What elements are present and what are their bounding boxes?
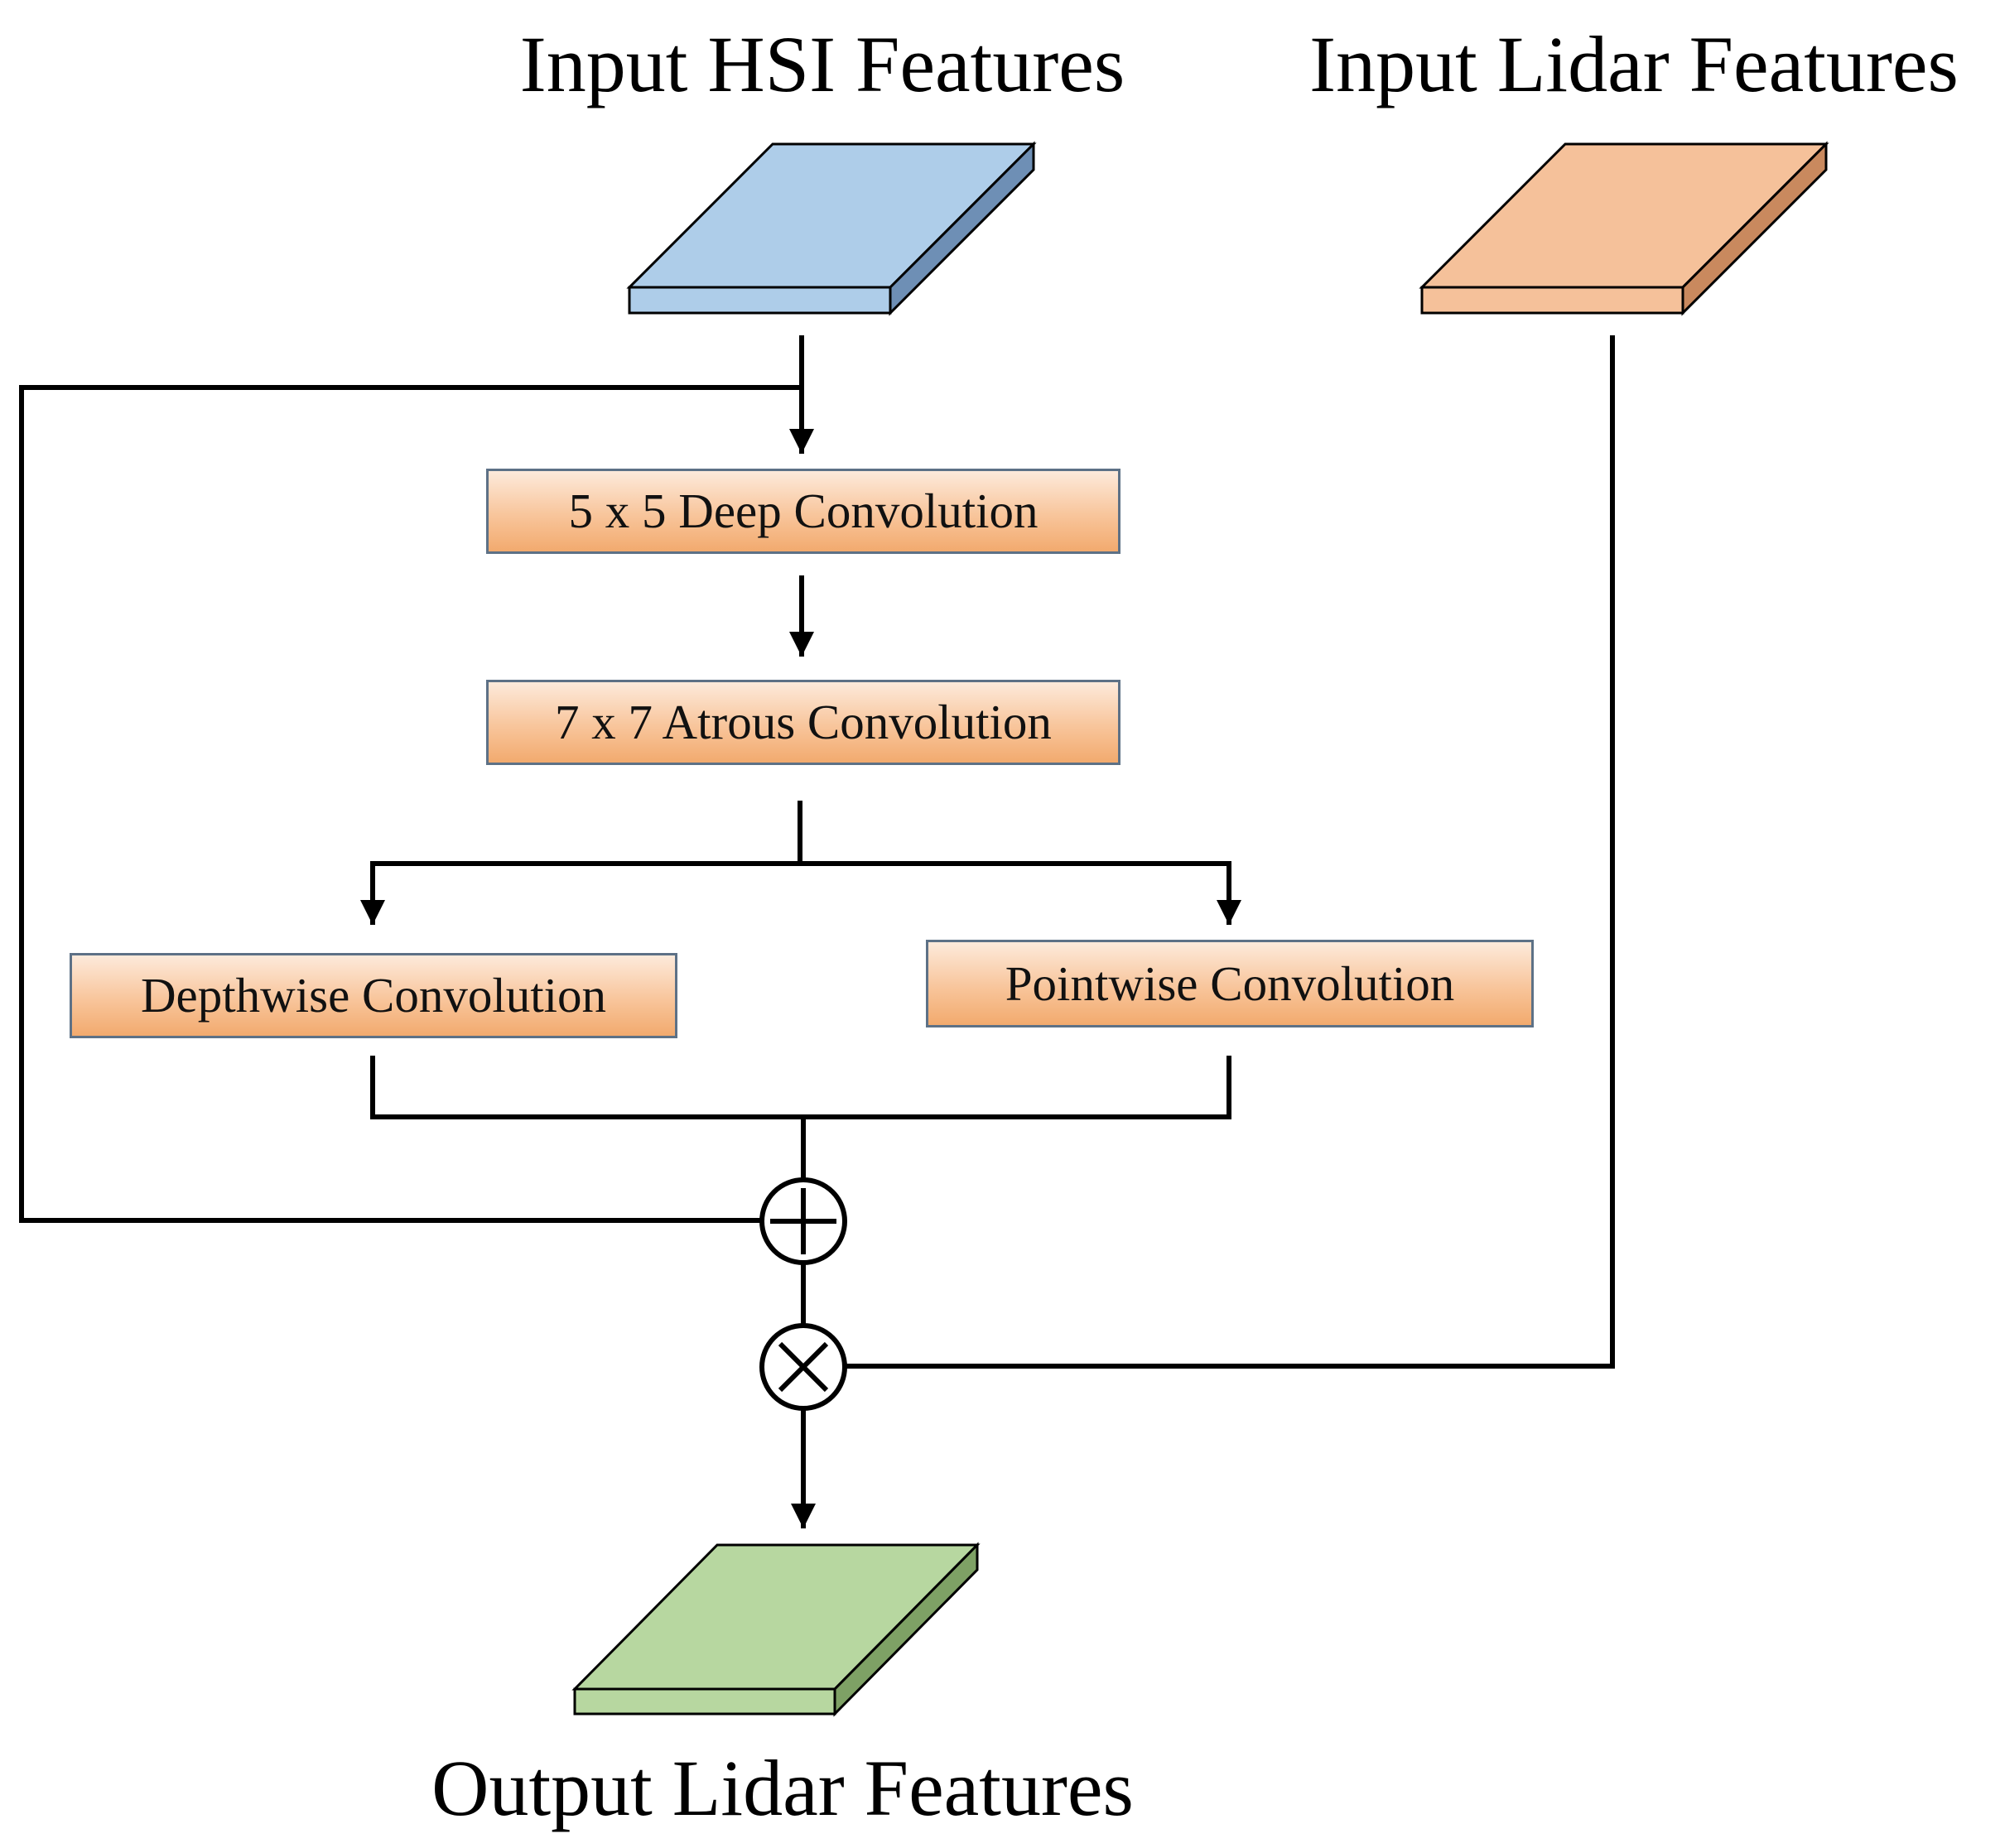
output-block-side: [833, 1542, 979, 1717]
output-lidar-label: Output Lidar Features: [431, 1744, 1134, 1832]
deep-convolution-block: 5 x 5 Deep Convolution: [486, 469, 1120, 554]
depthwise-convolution-label: Depthwise Convolution: [140, 968, 607, 1023]
output-block-front: [573, 1687, 836, 1716]
add-operator: [759, 1177, 847, 1265]
lidar-connection: [842, 335, 1615, 1369]
pointwise-convolution-label: Pointwise Convolution: [1005, 955, 1455, 1011]
hsi-feature-block: [626, 141, 1037, 316]
input-lidar-label: Input Lidar Features: [1309, 20, 1959, 108]
lidar-feature-block: [1419, 141, 1829, 316]
residual-connection: [19, 385, 804, 1223]
pointwise-convolution-block: Pointwise Convolution: [926, 940, 1534, 1027]
hsi-block-front: [628, 286, 892, 315]
depthwise-convolution-block: Depthwise Convolution: [70, 953, 677, 1038]
atrous-convolution-label: 7 x 7 Atrous Convolution: [555, 695, 1052, 749]
hsi-block-side: [889, 141, 1035, 316]
times-icon-b: [778, 1341, 829, 1393]
lidar-block-front: [1420, 286, 1684, 315]
atrous-convolution-block: 7 x 7 Atrous Convolution: [486, 680, 1120, 765]
input-hsi-label: Input HSI Features: [519, 20, 1125, 108]
output-feature-block: [571, 1542, 981, 1717]
lidar-block-side: [1681, 141, 1828, 316]
deep-convolution-label: 5 x 5 Deep Convolution: [568, 484, 1039, 538]
multiply-operator: [759, 1323, 847, 1411]
